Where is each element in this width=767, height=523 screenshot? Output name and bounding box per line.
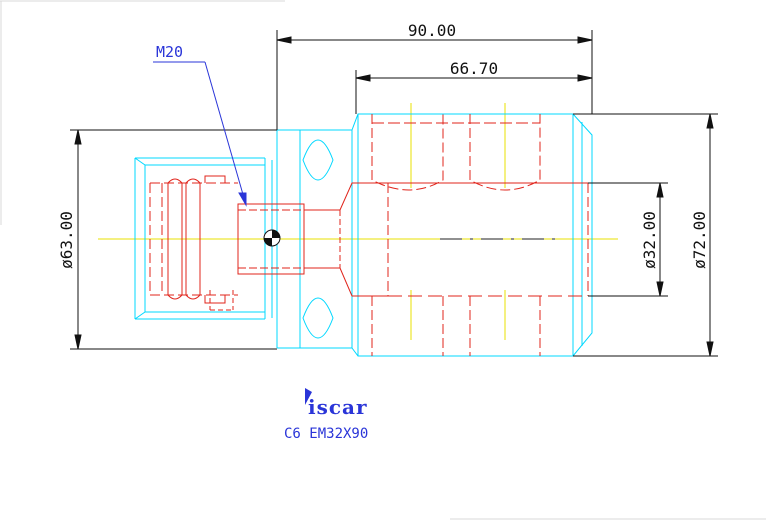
- dim-body-length: 66.70: [450, 59, 498, 78]
- iscar-logo: iscar: [305, 388, 368, 419]
- dim-body-diameter: ø72.00: [690, 211, 709, 269]
- dim-overall-length: 90.00: [408, 21, 456, 40]
- dim-shank-diameter: ø63.00: [57, 211, 76, 269]
- center-mark: [263, 229, 281, 247]
- hidden-lines: [149, 114, 589, 356]
- thread-callout-leader: [153, 61, 247, 207]
- part-caption: C6 EM32X90: [284, 426, 368, 442]
- dim-bore-diameter: ø32.00: [640, 211, 659, 269]
- part-outline: [134, 113, 593, 357]
- thread-callout: M20: [156, 43, 183, 61]
- logo-text: iscar: [308, 395, 368, 419]
- dimension-lines: [70, 30, 718, 357]
